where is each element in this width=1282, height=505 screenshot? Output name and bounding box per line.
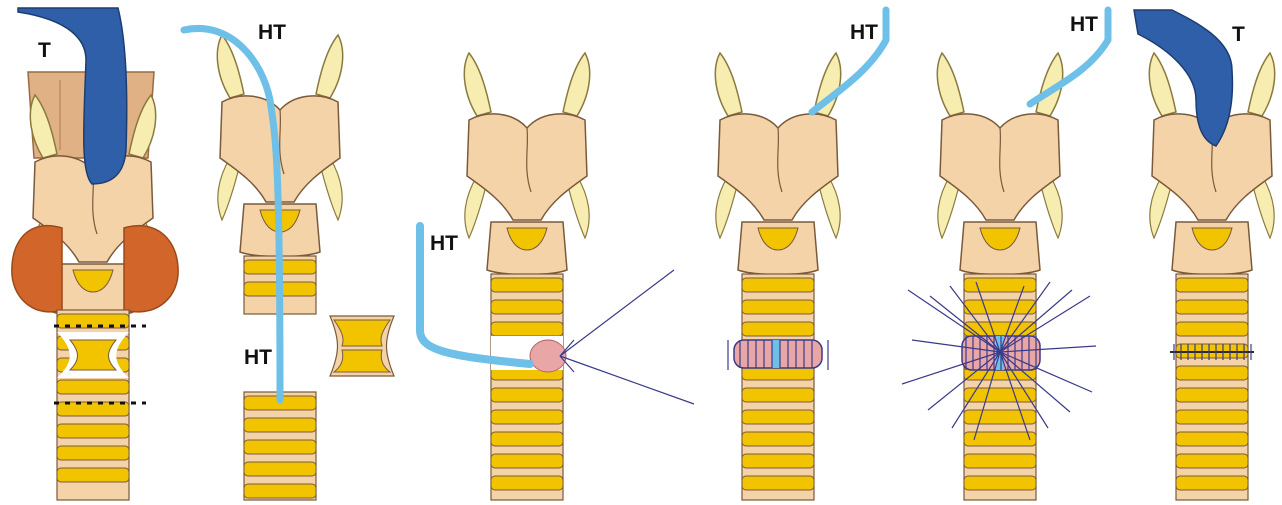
thyroid-lobe: [124, 226, 178, 312]
trachea: [964, 274, 1036, 500]
tracheal-ring: [742, 278, 814, 292]
tracheal-ring: [1176, 278, 1248, 292]
tracheal-ring: [1176, 388, 1248, 402]
tracheal-ring: [1176, 322, 1248, 336]
ht-tube: [772, 340, 780, 368]
tracheal-ring: [964, 388, 1036, 402]
tracheal-ring: [491, 322, 563, 336]
tracheal-ring: [57, 446, 129, 460]
larynx: [715, 53, 840, 275]
tracheal-ring: [964, 322, 1036, 336]
tracheal-ring: [244, 418, 316, 432]
panel-intubated-airway: [12, 8, 178, 500]
tracheal-ring: [491, 432, 563, 446]
tracheal-ring: [491, 476, 563, 490]
tracheal-ring: [57, 468, 129, 482]
ht-label: HT: [258, 22, 286, 43]
tube-label: T: [1232, 24, 1245, 45]
ht-label: HT: [1070, 14, 1098, 35]
tracheal-ring: [964, 300, 1036, 314]
resected-ring: [334, 320, 390, 346]
tracheal-ring: [742, 476, 814, 490]
ht-label: HT: [850, 22, 878, 43]
resected-ring: [334, 350, 390, 372]
tracheal-ring: [244, 440, 316, 454]
tube-label: T: [38, 40, 51, 61]
larynx: [464, 53, 589, 275]
tracheal-ring: [742, 454, 814, 468]
ht-label: HT: [430, 233, 458, 254]
suture-line: [560, 356, 694, 404]
tracheal-ring: [1176, 300, 1248, 314]
trachea: [1176, 274, 1248, 500]
tracheal-ring: [964, 476, 1036, 490]
tracheal-ring: [742, 388, 814, 402]
tracheal-ring: [57, 380, 129, 394]
tracheal-ring: [1176, 432, 1248, 446]
larynx: [937, 53, 1062, 275]
tracheal-ring: [491, 300, 563, 314]
panel-anterior-anastomosis: [715, 10, 886, 500]
thyroid-lobe: [12, 226, 62, 312]
tracheal-ring: [1176, 366, 1248, 380]
tracheal-ring: [742, 300, 814, 314]
tracheal-ring: [491, 388, 563, 402]
tracheal-ring: [964, 278, 1036, 292]
tracheal-ring: [1176, 476, 1248, 490]
tracheal-ring: [491, 278, 563, 292]
trachea: [244, 392, 316, 500]
tracheal-ring: [742, 322, 814, 336]
trachea: [742, 274, 814, 500]
panel-circumferential-sutures: [902, 10, 1108, 500]
suture-line: [560, 270, 674, 356]
tracheal-ring: [491, 454, 563, 468]
tracheal-ring: [491, 410, 563, 424]
tracheal-ring: [57, 424, 129, 438]
trachea: [491, 274, 563, 500]
panel-resection: [184, 28, 394, 500]
tracheal-ring: [1176, 454, 1248, 468]
tracheal-ring: [742, 432, 814, 446]
tracheal-ring: [964, 454, 1036, 468]
tracheal-ring: [742, 410, 814, 424]
tracheal-ring: [1176, 410, 1248, 424]
ht-label: HT: [244, 347, 272, 368]
tracheal-ring: [244, 462, 316, 476]
panel-completed-repair: [1134, 10, 1275, 500]
panel-posterior-anastomosis: [420, 53, 694, 500]
tracheal-ring: [244, 484, 316, 498]
tracheal-ring: [964, 410, 1036, 424]
